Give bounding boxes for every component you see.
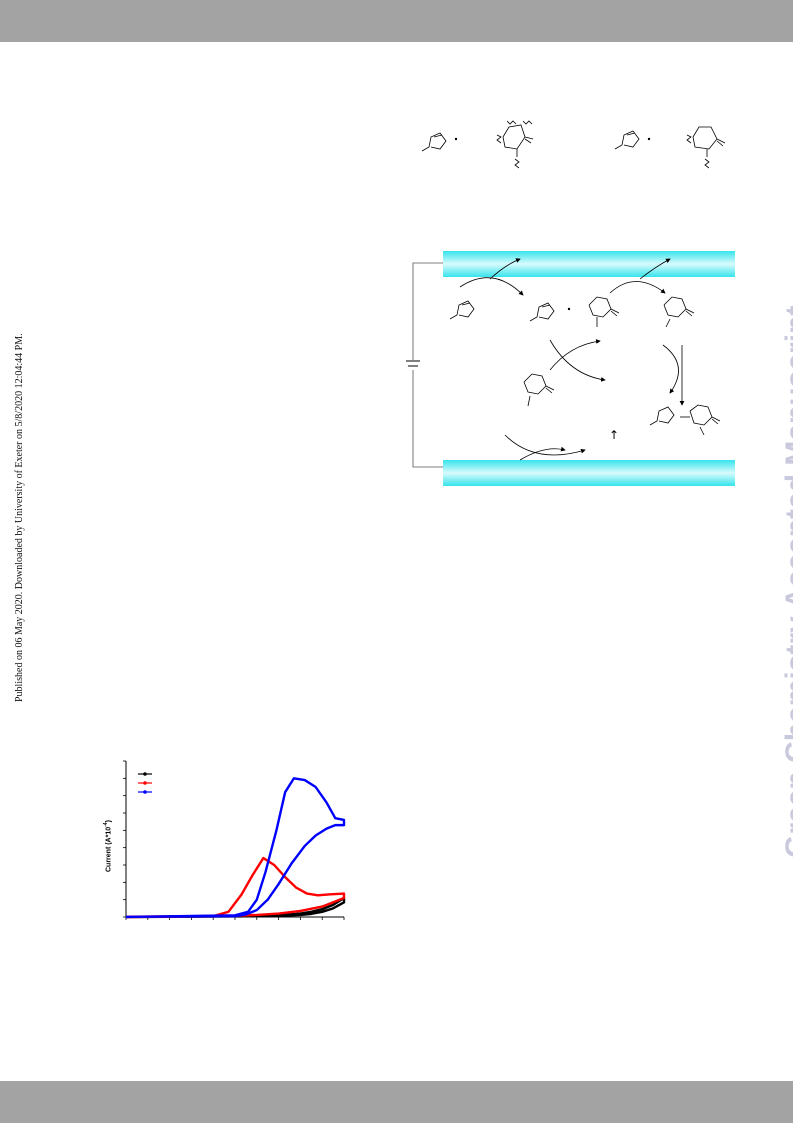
footer-band (0, 1081, 793, 1123)
cv-series-line-1 (125, 896, 346, 919)
cathode-electrode (443, 460, 735, 486)
header-band (0, 0, 793, 42)
circuit-wire (412, 262, 443, 468)
legend-marker-3 (143, 790, 147, 794)
chart-legend (138, 772, 152, 794)
cv-series-line-3 (125, 777, 346, 919)
electrochemical-scheme: ↑ (405, 245, 745, 490)
battery-icon (406, 360, 420, 367)
polymer-structure-1 (496, 120, 534, 169)
polymer-structure-2 (686, 126, 726, 169)
chart-y-axis-label: Current (A*10-4) (103, 820, 113, 872)
chart-series-group (125, 777, 346, 919)
cv-chart (118, 755, 350, 930)
reaction-arrow-label: ↑ (609, 428, 619, 442)
monomer-structure-1 (421, 132, 447, 152)
legend-marker-2 (143, 781, 147, 785)
published-note: Published on 06 May 2020. Downloaded by … (14, 333, 25, 702)
anode-electrode (443, 251, 735, 277)
cv-series-line-2 (125, 856, 346, 919)
structure-row (410, 105, 740, 180)
accepted-manuscript-watermark: Green Chemistry Accepted Manuscript (780, 305, 793, 858)
legend-marker-1 (143, 772, 147, 776)
monomer-structure-2 (614, 130, 640, 150)
